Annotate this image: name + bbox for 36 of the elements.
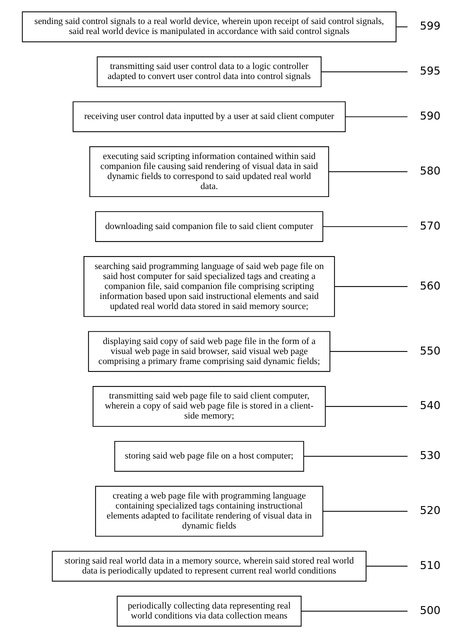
connector — [344, 116, 408, 118]
node-text: 560 — [419, 279, 440, 292]
node-box: downloading said companion file to said client computer — [94, 211, 323, 242]
connector — [395, 26, 408, 28]
node-text: 570 — [419, 219, 440, 232]
node-box: creating a web page file with programming language containing specialized tags containing instructional elements adapted to facilitate rendering of visual data in dynamic fields — [94, 486, 323, 537]
node-text: 590 — [419, 110, 440, 123]
node-text: 595 — [419, 64, 440, 78]
connector — [328, 171, 408, 172]
node-text: 599 — [419, 20, 440, 33]
node-box: storing said web page file on a host computer; — [114, 440, 304, 472]
node-text: 580 — [419, 164, 440, 178]
connector — [365, 566, 408, 567]
node-text: 500 — [419, 604, 440, 617]
node-box: searching said programming language of said web page file on said host computer for said specialized tags and creating a companion file, said companion file comprising scripting information based upon said instructional elements and said updated real world data stored in said memory source; — [83, 256, 334, 317]
node-box: receiving user control data inputted by a user at said client computer — [72, 101, 346, 132]
node-text: 540 — [419, 399, 440, 412]
connector — [322, 226, 408, 228]
node-box: storing said real world data in a memory source, wherein said stored real world data is periodically updated to represent current real world conditions — [51, 550, 366, 582]
node-box: periodically collecting data representing real world conditions via data collection means — [116, 596, 302, 627]
node-box: executing said scripting information contained within said companion file causing said rendering of visual data in said dynamic fields to correspond to said updated real world data. — [88, 146, 329, 198]
node-text: 530 — [419, 449, 440, 462]
node-text: 550 — [419, 344, 440, 358]
connector — [329, 351, 408, 352]
node-box: transmitting said web page file to said client computer, wherein a copy of said web page file is stored in a client-side memory; — [92, 386, 326, 427]
connector — [322, 510, 408, 512]
node-box: sending said control signals to a real world device, wherein upon receipt of said control signals, said real world device is manipulated in accordance with said control signals — [21, 11, 396, 42]
connector — [302, 456, 408, 457]
connector — [324, 406, 408, 407]
connector — [320, 71, 408, 72]
node-text: 510 — [419, 559, 440, 572]
connector — [300, 610, 408, 612]
node-text: 520 — [419, 504, 440, 518]
node-box: displaying said copy of said web page file in the form of a visual web page in said browser, said visual web page comprising a primary frame comprising said dynamic fields; — [88, 331, 330, 372]
node-box: transmitting said user control data to a logic controller adapted to convert user control data into control signals — [96, 56, 322, 88]
connector — [334, 286, 408, 287]
